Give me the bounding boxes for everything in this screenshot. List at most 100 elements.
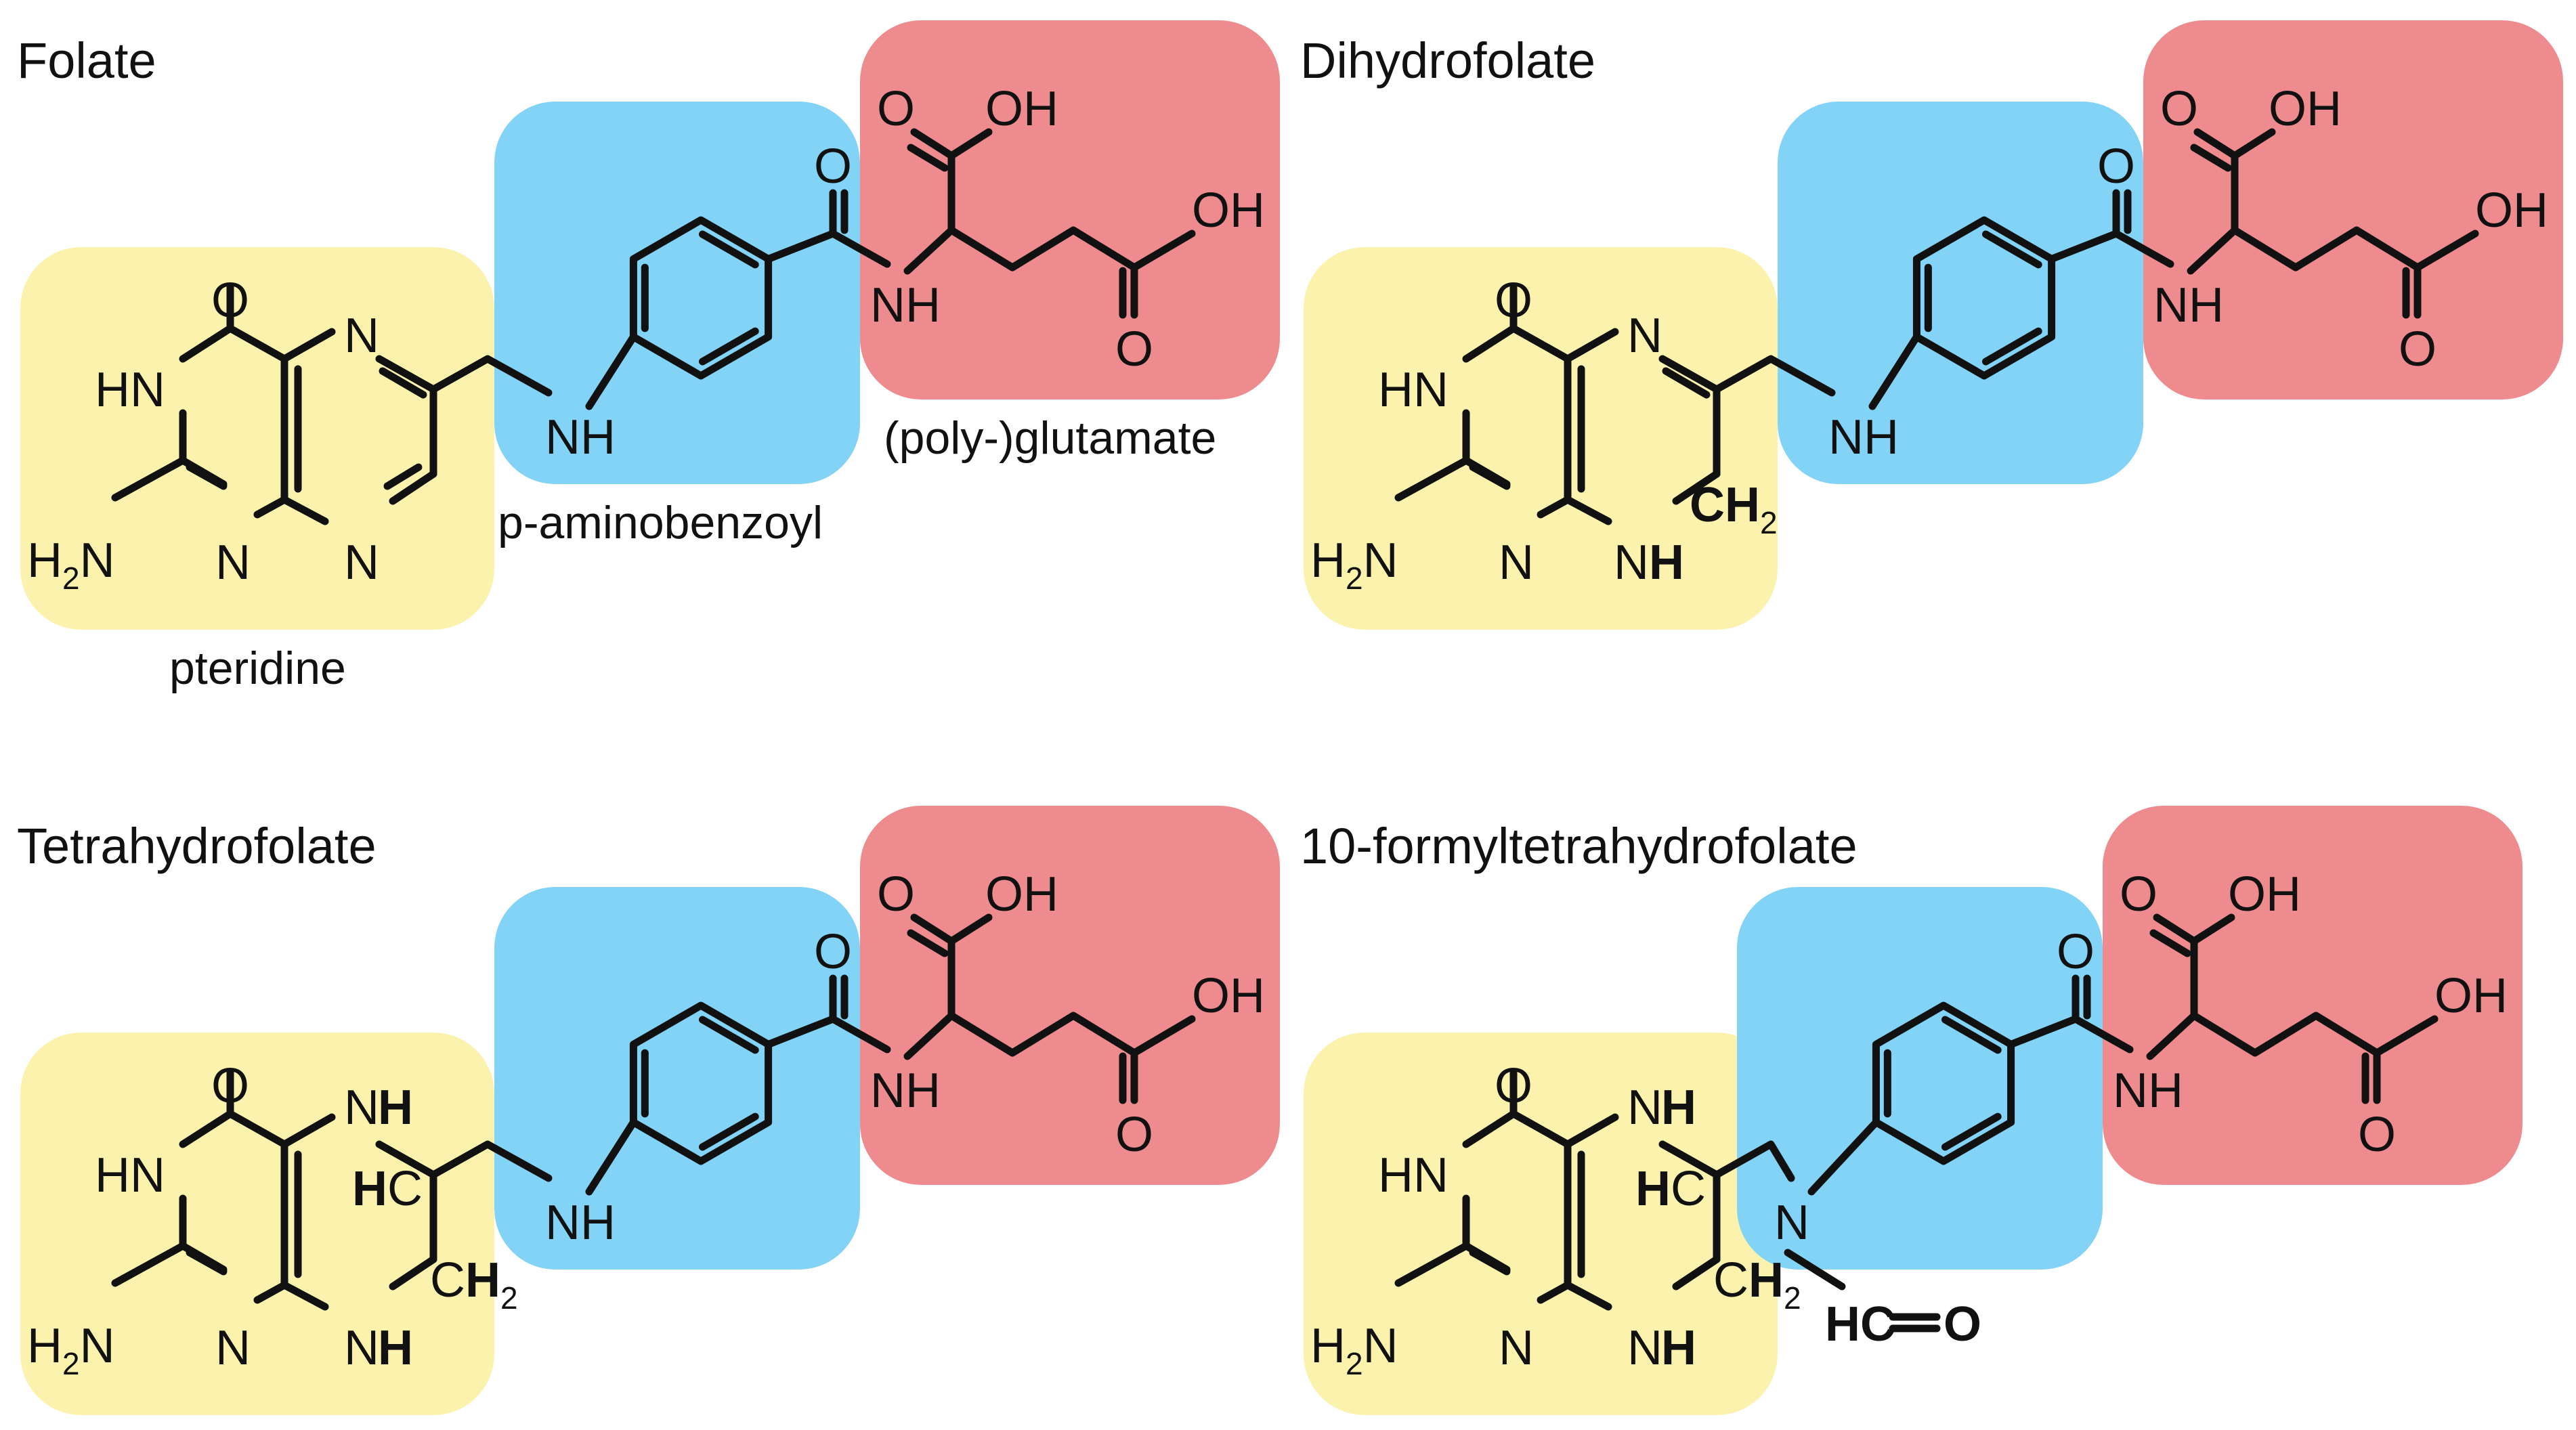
molecule-title: Tetrahydrofolate — [17, 818, 377, 874]
bond-n1-c8a — [1537, 1281, 1572, 1304]
atom-n8: N — [344, 1321, 379, 1375]
atom-nh2: H2N — [27, 534, 115, 596]
bond-c7-n8 — [389, 470, 437, 505]
bond-ring-carbonyl — [2048, 230, 2120, 263]
bond-n10-formyl — [1784, 1249, 1846, 1291]
bond-c4-c4a — [226, 324, 288, 363]
bond-c4a-n5 — [280, 1113, 336, 1148]
atom-formyl-o: O — [1944, 1297, 1981, 1351]
glutamate-region — [2103, 806, 2523, 1185]
atom-o4: O — [211, 274, 249, 328]
atom-gamma-oh: OH — [2434, 969, 2508, 1023]
bond-cooh-o-double — [2190, 144, 2232, 172]
bond-c4-c4a — [1509, 1110, 1572, 1148]
bond-carbonyl-nh — [829, 230, 891, 268]
atom-n5: N — [1627, 309, 1662, 363]
bond-c4-c4a — [226, 1110, 288, 1148]
bond-n5-c6-double — [379, 367, 427, 399]
bond-side-chain — [947, 226, 1138, 272]
atom-n8: N — [1627, 1321, 1662, 1375]
atom-n5-h: H — [378, 1081, 413, 1135]
bond-c4a-n5 — [1564, 1113, 1619, 1148]
atom-nh2: H2N — [1310, 534, 1398, 596]
atom-n3: HN — [1378, 1148, 1448, 1202]
atom-n5-h: H — [1661, 1081, 1696, 1135]
bond-ring-carbonyl — [2007, 1015, 2080, 1048]
bond-n10-ring — [1807, 1119, 1880, 1196]
molecule-title: Dihydrofolate — [1300, 32, 1595, 89]
atom-amide-o: O — [2057, 925, 2095, 979]
bond-nh-calpha — [903, 1012, 956, 1060]
bond-cooh-o-double — [2149, 929, 2191, 957]
benzene-double-2 — [1981, 230, 2042, 269]
bond-nh-calpha — [2146, 1012, 2198, 1060]
bond-n3-c4 — [179, 324, 234, 363]
bond-carbonyl-nh — [2071, 1015, 2134, 1054]
bond-gamma-oh — [2373, 1015, 2439, 1057]
benzene-double-2 — [698, 230, 759, 269]
aminobenzoyl-region — [494, 102, 860, 484]
bond-c4a-n5 — [1564, 328, 1619, 363]
bond-carbonyl-nh — [2112, 230, 2174, 268]
label-aminobenzoyl: p-aminobenzoyl — [498, 497, 823, 548]
bond-c7-n8 — [1672, 470, 1721, 505]
atom-c6h: H — [1635, 1162, 1671, 1216]
bond-ring-carbonyl — [765, 230, 837, 263]
bond-side-chain — [947, 1012, 1138, 1057]
atom-nh2: H2N — [1310, 1319, 1398, 1381]
atom-n3: HN — [95, 363, 165, 417]
bond-c2-n1-double — [1469, 463, 1511, 490]
bond-nh-calpha — [903, 226, 956, 275]
atom-o4: O — [1495, 274, 1532, 328]
bond-cooh-oh — [947, 913, 993, 945]
bond-c4a-n5 — [280, 328, 336, 363]
bond-c2-nh2 — [111, 456, 187, 502]
atom-n10: NH — [545, 1196, 616, 1250]
benzene-double-3 — [698, 1112, 759, 1151]
atom-n3: HN — [1378, 363, 1448, 417]
bond-n5-c6 — [375, 355, 437, 393]
bond-n5-c6 — [375, 1140, 437, 1179]
atom-nh2: H2N — [27, 1319, 115, 1381]
bond-ring-carbonyl — [765, 1015, 837, 1048]
atom-alpha-o: O — [877, 867, 915, 922]
atom-amide-o: O — [814, 925, 852, 979]
atom-alpha-oh: OH — [985, 82, 1058, 136]
bond-c2-n1-double — [186, 463, 228, 490]
bond-cooh-o-double — [907, 929, 949, 957]
benzene-double-3 — [1981, 327, 2042, 366]
bond-n3-c4 — [1462, 324, 1518, 363]
atom-n5: N — [344, 309, 379, 363]
atom-n10: N — [1774, 1196, 1809, 1250]
label-glutamate: (poly-)glutamate — [884, 412, 1216, 464]
atom-gamma-oh: OH — [2475, 183, 2548, 238]
molecule-title: Folate — [17, 32, 156, 89]
bond-nh-calpha — [2187, 226, 2239, 275]
atom-n8-h: H — [1661, 1321, 1696, 1375]
bond-cooh-o — [2153, 913, 2198, 945]
bond-cooh-o — [910, 913, 956, 945]
atom-n8: N — [1614, 536, 1649, 590]
atom-amide-o: O — [2097, 139, 2135, 194]
bond-c8a-n8 — [280, 1281, 329, 1311]
atom-c7h2: CH2 — [1690, 478, 1778, 540]
atom-c7h2: H2 — [1748, 1253, 1801, 1316]
bond-carbonyl-nh — [829, 1015, 891, 1054]
bond-n3-c4 — [1462, 1110, 1518, 1148]
bond-gamma-oh — [2413, 230, 2479, 272]
atom-amide-o: O — [814, 139, 852, 194]
atom-amide-nh: NH — [870, 1064, 941, 1118]
atom-n10: NH — [1828, 410, 1899, 464]
glutamate-region — [2143, 20, 2563, 399]
benzene-double-2 — [698, 1016, 759, 1054]
bond-c2-nh2 — [111, 1242, 187, 1287]
aminobenzoyl-region — [1778, 102, 2143, 484]
bond-c8a-n8 — [1564, 1281, 1612, 1311]
atom-gamma-o: O — [2399, 322, 2437, 376]
atom-n10: NH — [545, 410, 616, 464]
atom-n1: N — [1499, 1321, 1534, 1375]
atom-gamma-o: O — [1115, 1108, 1153, 1162]
